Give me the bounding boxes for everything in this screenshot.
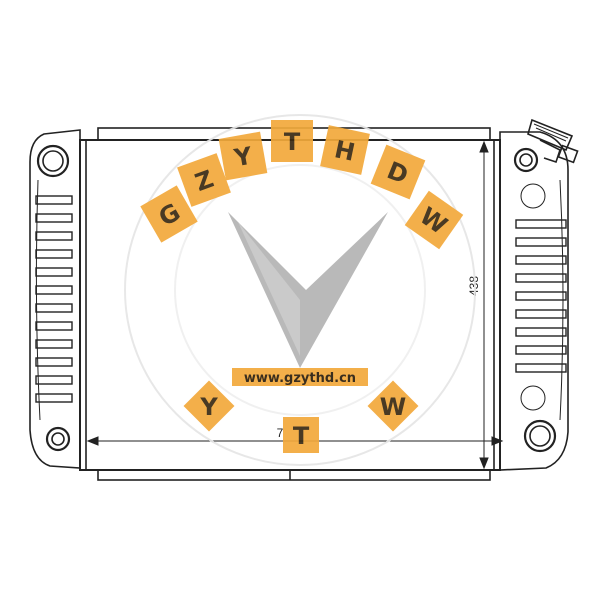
- svg-text:W: W: [380, 393, 406, 421]
- badge-lower-w: W: [367, 380, 419, 432]
- right-tank: [499, 118, 579, 471]
- badge-letter-h: H: [320, 125, 370, 175]
- watermark-url: www.gzythd.cn: [244, 371, 356, 386]
- badge-letter-g: G: [140, 185, 198, 243]
- left-tank: [29, 129, 81, 469]
- watermark-inner-ring: [174, 164, 426, 416]
- badge-letter-w: W: [404, 190, 464, 250]
- left-tank-fins: [35, 195, 73, 403]
- watermark-url-strip: www.gzythd.cn: [232, 368, 368, 386]
- svg-text:Y: Y: [199, 393, 218, 421]
- badge-letter-t: T: [271, 120, 313, 162]
- svg-text:T: T: [293, 422, 310, 450]
- svg-text:Y: Y: [231, 142, 255, 173]
- width-dimension-label: 7: [277, 426, 284, 440]
- watermark-outer-ring: [124, 114, 476, 466]
- badge-lower-t: T: [283, 417, 319, 453]
- watermark: G Z Y T H D W: [124, 114, 476, 466]
- badge-letter-y: Y: [218, 131, 268, 181]
- watermark-brand-letters: G Z Y T H D W: [140, 120, 464, 250]
- height-dimension: [479, 140, 489, 470]
- badge-letter-d: D: [370, 144, 426, 200]
- right-tank-fins: [515, 219, 567, 373]
- badge-letter-z: Z: [177, 153, 231, 207]
- badge-lower-y: Y: [183, 380, 235, 432]
- svg-text:T: T: [284, 128, 301, 156]
- filler-neck: [527, 118, 579, 164]
- watermark-v-logo: [228, 212, 388, 368]
